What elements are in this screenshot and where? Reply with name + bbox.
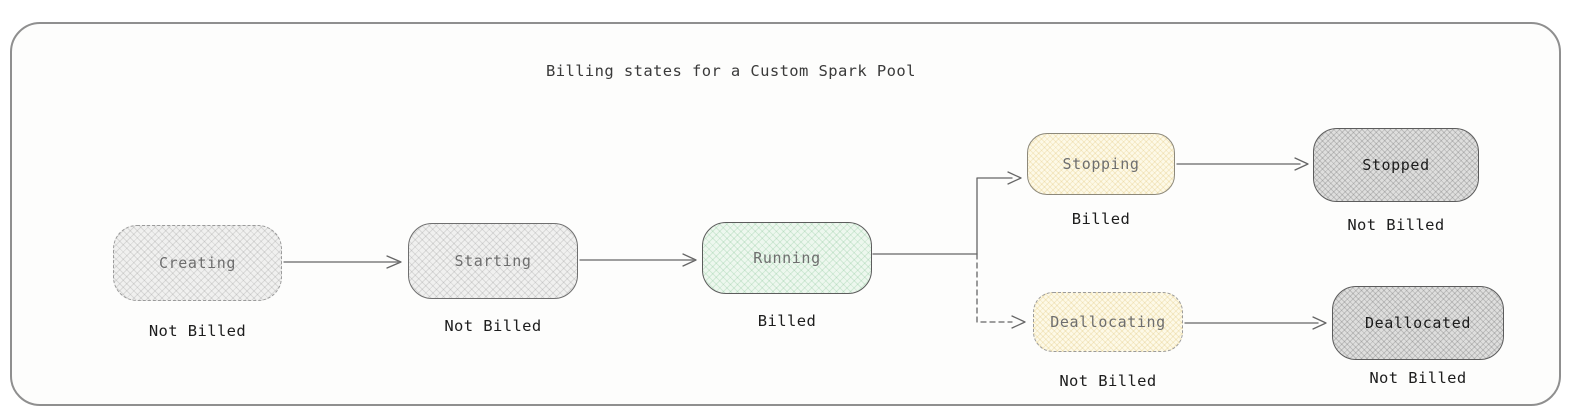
- state-label-starting: Starting: [454, 252, 532, 270]
- state-node-deallocated: Deallocated: [1332, 286, 1504, 360]
- state-node-deallocating: Deallocating: [1033, 292, 1183, 352]
- billing-caption-creating: Not Billed: [148, 322, 247, 340]
- state-label-stopping: Stopping: [1062, 155, 1140, 173]
- state-label-running: Running: [753, 249, 821, 267]
- billing-caption-running: Billed: [757, 312, 817, 330]
- billing-caption-stopped: Not Billed: [1347, 216, 1445, 234]
- billing-caption-deallocated: Not Billed: [1369, 369, 1467, 387]
- billing-caption-stopping: Billed: [1071, 210, 1131, 228]
- state-label-deallocated: Deallocated: [1365, 314, 1471, 332]
- state-label-deallocating: Deallocating: [1050, 313, 1166, 331]
- state-label-creating: Creating: [158, 254, 237, 272]
- state-node-stopped: Stopped: [1313, 128, 1479, 202]
- state-label-stopped: Stopped: [1362, 156, 1430, 174]
- billing-caption-deallocating: Not Billed: [1059, 372, 1157, 390]
- billing-caption-starting: Not Billed: [444, 317, 542, 335]
- diagram-title: Billing states for a Custom Spark Pool: [546, 62, 916, 80]
- state-node-creating: Creating: [113, 225, 282, 301]
- diagram-canvas: [10, 22, 1561, 406]
- state-node-stopping: Stopping: [1027, 133, 1175, 195]
- state-node-running: Running: [702, 222, 872, 294]
- state-node-starting: Starting: [408, 223, 578, 299]
